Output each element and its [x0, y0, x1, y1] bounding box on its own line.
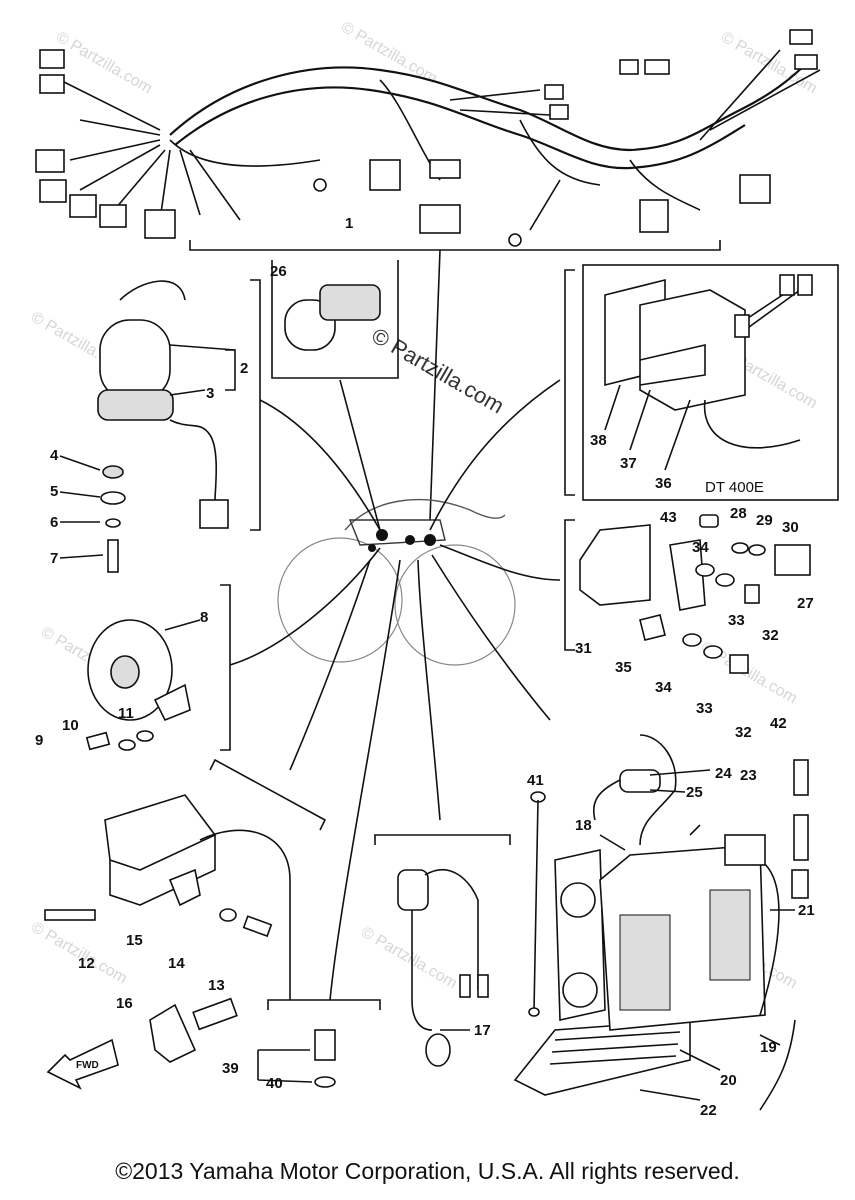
- callout-43: 43: [660, 509, 677, 526]
- callout-14: 14: [168, 955, 185, 972]
- callout-13: 13: [208, 977, 225, 994]
- watermark-text: © Partzilla.com: [28, 919, 130, 988]
- callout-26: 26: [270, 263, 287, 280]
- callout-31: 31: [575, 640, 592, 657]
- callout-29: 29: [756, 512, 773, 529]
- callout-19: 19: [760, 1039, 777, 1056]
- watermark-text: © Partzilla.com: [338, 19, 440, 88]
- callout-32a: 32: [762, 627, 779, 644]
- callout-11: 11: [118, 705, 134, 722]
- watermark-text: © Partzilla.com: [358, 924, 460, 993]
- callout-8: 8: [200, 609, 208, 626]
- main-switch-group: 2 3 4 5 6 7: [50, 279, 261, 573]
- callout-36: 36: [655, 475, 672, 492]
- callout-15: 15: [126, 932, 143, 949]
- model-label: DT 400E: [705, 479, 764, 496]
- callout-12: 12: [78, 955, 95, 972]
- fwd-label: FWD: [76, 1060, 99, 1071]
- callout-16: 16: [116, 995, 133, 1012]
- callout-24: 24: [715, 765, 732, 782]
- callout-28: 28: [730, 505, 747, 522]
- center-watermark-text: © Partzilla.com: [368, 323, 509, 419]
- callout-40: 40: [266, 1075, 283, 1092]
- callout-33a: 33: [728, 612, 745, 629]
- callout-5: 5: [50, 483, 58, 500]
- callout-17: 17: [474, 1022, 491, 1039]
- regulator-group: 43 28 29 30 34 27 33 32 31 35 34 33 32: [564, 505, 814, 741]
- callout-22: 22: [700, 1102, 717, 1119]
- fwd-arrow: FWD: [46, 1038, 119, 1090]
- callout-42: 42: [770, 715, 787, 732]
- callout-7: 7: [50, 550, 58, 567]
- horn-group: 8 9 10 11: [35, 584, 231, 751]
- callout-4: 4: [50, 447, 59, 464]
- watermark-text: © Partzilla.com: [53, 29, 155, 98]
- callout-3: 3: [206, 385, 214, 402]
- callout-39: 39: [222, 1060, 239, 1077]
- callout-9: 9: [35, 732, 43, 749]
- motorcycle-outline: [277, 498, 516, 666]
- callout-38: 38: [590, 432, 607, 449]
- callout-37: 37: [620, 455, 637, 472]
- ignition-coil-group: 12 13 14 15 16: [44, 758, 327, 1063]
- callout-20: 20: [720, 1072, 737, 1089]
- callout-35: 35: [615, 659, 632, 676]
- callout-32b: 32: [735, 724, 752, 741]
- callout-33b: 33: [696, 700, 713, 717]
- neutral-switch-group: 39 40: [222, 999, 381, 1092]
- callout-6: 6: [50, 514, 58, 531]
- copyright-notice: ©2013 Yamaha Motor Corporation, U.S.A. A…: [115, 1158, 740, 1184]
- callout-10: 10: [62, 717, 79, 734]
- callout-18: 18: [575, 817, 592, 834]
- callout-21: 21: [798, 902, 815, 919]
- callout-30: 30: [782, 519, 799, 536]
- callout-25: 25: [686, 784, 703, 801]
- dt400e-cdi-group: 38 37 36 DT 400E: [564, 264, 839, 501]
- relay-26: 26: [270, 260, 399, 379]
- callout-2: 2: [240, 360, 248, 377]
- callout-34b: 34: [655, 679, 672, 696]
- callout-34a: 34: [692, 539, 709, 556]
- callout-23: 23: [740, 767, 757, 784]
- callout-1: 1: [345, 215, 353, 232]
- callout-27: 27: [797, 595, 814, 612]
- callout-41: 41: [527, 772, 544, 789]
- cable-41: 41: [527, 772, 546, 1017]
- wire-harness: [35, 29, 821, 521]
- battery-group: 18 19 20 21 22 23 24 25 42: [513, 715, 815, 1119]
- leader-lines: [229, 379, 561, 1001]
- switch-17-group: 17: [374, 834, 511, 1067]
